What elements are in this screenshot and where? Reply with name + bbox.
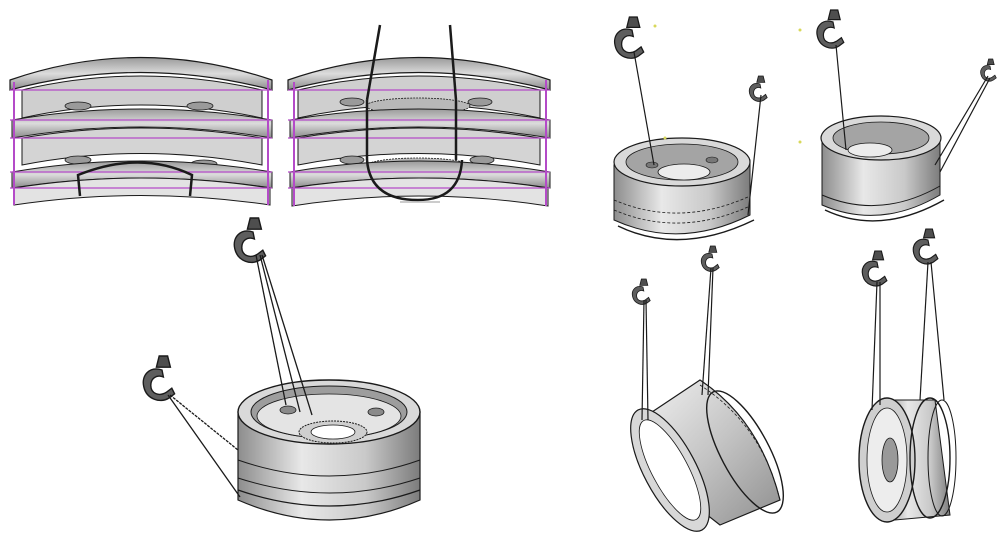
panel-lift-two-hooks-upright	[858, 228, 957, 523]
hook-icon	[233, 217, 267, 264]
panel-stacked-wheels-lugs	[9, 56, 273, 206]
hook-icon	[700, 245, 720, 272]
hook-icon	[980, 58, 997, 82]
marker-dots	[653, 24, 802, 144]
panel-lift-two-hooks-flat-left	[613, 16, 768, 241]
hook-icon	[631, 278, 651, 305]
hook-icon	[912, 228, 939, 265]
panel-lift-two-hooks-tilted	[630, 245, 785, 532]
panel-stacked-wheels-bands	[287, 24, 551, 207]
hook-icon	[816, 9, 845, 49]
panel-lift-single-hook-angled	[142, 217, 421, 521]
hook-icon	[613, 16, 645, 59]
panel-lift-two-hooks-flat-right	[816, 9, 997, 222]
hook-icon	[142, 355, 176, 402]
hook-icon	[748, 75, 768, 102]
hook-icon	[861, 250, 888, 287]
